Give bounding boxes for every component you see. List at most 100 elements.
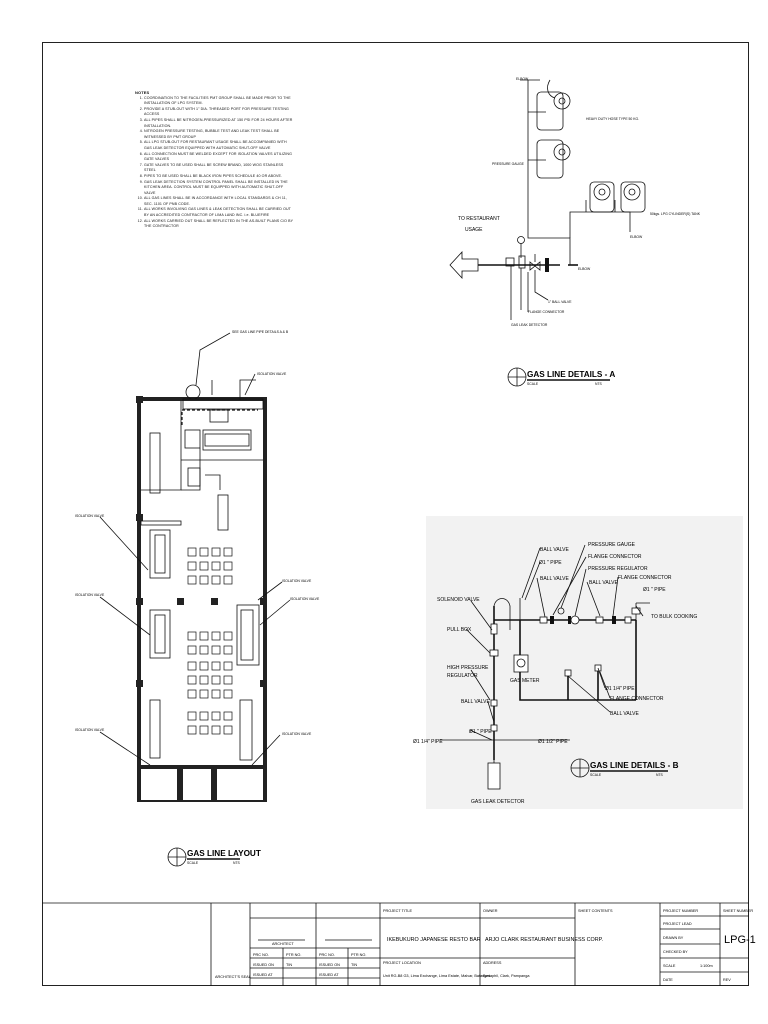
table <box>223 711 233 721</box>
table <box>187 689 197 699</box>
tb-owner: ARJO CLARK RESTAURANT BUSINESS CORP. <box>485 937 603 943</box>
table <box>187 547 197 557</box>
label-isolation-valve-2: ISOLATION VALVE <box>75 514 105 518</box>
tb-date: DATE <box>663 978 673 982</box>
gas-meter <box>513 654 529 673</box>
label-isolation-valve-4: ISOLATION VALVE <box>75 728 105 732</box>
note-item: ALL WORKS INVOLVING GAS LINES & LEAK DET… <box>144 207 295 218</box>
gas-leak-detector-b <box>487 762 501 790</box>
tb-checked-by: CHECKED BY <box>663 950 688 954</box>
label-pressure-gauge-a: PRESSURE GAUGE <box>492 162 525 166</box>
tb-architect: ARCHITECT <box>272 942 294 946</box>
tb-sheet-id: LPG-1 <box>724 934 756 946</box>
label-elbow-bottom: ELBOW <box>578 267 591 271</box>
label-ball-valve-b3: BALL VALVE <box>589 580 618 586</box>
layout-title: GAS LINE LAYOUT <box>187 849 261 858</box>
label-pipe-b3: Ø1 " PIPE <box>469 729 492 735</box>
table <box>223 689 233 699</box>
detail-a-nts: NTS <box>595 382 603 386</box>
detail-a-scale: SCALE <box>527 382 539 386</box>
table <box>199 711 209 721</box>
tb-project-location-label: PROJECT LOCATION <box>383 961 421 965</box>
table <box>199 675 209 685</box>
tb-issued-at-2: ISSUED AT <box>319 973 339 977</box>
notes-list: COORDINATION TO THE FACILITIES PMT GROUP… <box>135 96 295 230</box>
label-pull-box: PULL BOX <box>447 627 472 633</box>
table <box>187 661 197 671</box>
label-isolation-valve-7: ISOLATION VALVE <box>282 732 312 736</box>
table <box>223 661 233 671</box>
tb-tin-2: TIN <box>351 963 357 967</box>
tb-scale-value: 1:100m <box>700 964 713 968</box>
label-pipe-details-ref: SEE GAS LINE PIPE DETAILS A & B <box>232 330 289 334</box>
dining-tables <box>187 547 233 735</box>
table <box>211 645 221 655</box>
note-item: PROVIDE A STUB-OUT WITH 1" DIA. THREADED… <box>144 107 295 118</box>
table <box>187 561 197 571</box>
to-restaurant-label-1: TO RESTAURANT <box>458 216 500 222</box>
note-item: PIPES TO BE USED SHALL BE BLACK IRON PIP… <box>144 174 295 180</box>
label-pipe-b12: Ø1 1/2" PIPE <box>538 739 568 745</box>
tb-scale: SCALE <box>663 964 676 968</box>
table <box>211 575 221 585</box>
label-ball-valve-b4: BALL VALVE <box>461 699 490 705</box>
gas-line-details-a: ELBOW HEAVY DUTY HOSE TYPE 50 KG. PRESSU… <box>449 77 701 387</box>
table <box>223 547 233 557</box>
tb-project-title-label: PROJECT TITLE <box>383 909 412 913</box>
label-ball-valve-b5: BALL VALVE <box>610 711 639 717</box>
to-restaurant-label-2: USAGE <box>465 227 483 233</box>
table <box>211 631 221 641</box>
table <box>187 645 197 655</box>
table <box>199 645 209 655</box>
layout-nts: NTS <box>233 861 241 865</box>
label-flange-b3: FLANGE CONNECTOR <box>610 696 664 702</box>
label-bulk-cooking: TO BULK COOKING <box>651 614 697 620</box>
table <box>199 575 209 585</box>
table <box>187 675 197 685</box>
detail-a-title: GAS LINE DETAILS - A <box>527 370 615 379</box>
gas-pipe-route <box>181 409 258 425</box>
label-flange-a: FLANGE CONNECTOR <box>528 310 565 314</box>
table <box>199 547 209 557</box>
table <box>211 675 221 685</box>
table <box>199 561 209 571</box>
table <box>187 711 197 721</box>
label-isolation-valve-6: ISOLATION VALVE <box>290 597 320 601</box>
tb-ptr-2: PTR NO. <box>351 953 366 957</box>
tb-address: Bertaphil, Clark, Pampanga <box>483 974 530 978</box>
tb-issued-at-1: ISSUED AT <box>253 973 273 977</box>
note-item: ALL WORKS CARRIED OUT SHALL BE REFLECTED… <box>144 219 295 230</box>
label-flange-b1: FLANGE CONNECTOR <box>588 554 642 560</box>
layout-scale: SCALE <box>187 861 199 865</box>
label-lpg-tanks: 50kgs. LPG CYLINDER(S) TANK <box>650 212 701 216</box>
gas-line-layout-plan: SEE GAS LINE PIPE DETAILS A & B ISOLATIO… <box>75 330 320 867</box>
tb-address-label: ADDRESS <box>483 961 502 965</box>
ball-valve-a <box>529 261 541 271</box>
label-pipe-b2: Ø1 " PIPE <box>643 587 666 593</box>
notes-heading: NOTES <box>135 90 150 95</box>
kitchen-counter <box>182 398 264 410</box>
note-item: GAS LEAK DETECTION SYSTEM CONTROL PANEL … <box>144 180 295 197</box>
table <box>211 689 221 699</box>
tb-ptr-1: PTR NO. <box>286 953 301 957</box>
label-hp-regulator-2: REGULATOR <box>447 673 478 679</box>
tb-project-location: Unit RG-B8 G3, Lima Exchange, Lima Estat… <box>383 974 491 978</box>
tb-project-title: IKEBUKURO JAPANESE RESTO BAR <box>387 937 481 943</box>
label-ball-valve-b2: BALL VALVE <box>540 576 569 582</box>
label-leak-detector-a: GAS LEAK DETECTOR <box>511 323 548 327</box>
label-ball-valve-a: 1" BALL VALVE <box>548 300 572 304</box>
tb-project-number: PROJECT NUMBER <box>663 909 698 913</box>
label-hp-regulator-1: HIGH PRESSURE <box>447 665 489 671</box>
lpg-cylinder-2 <box>536 139 564 179</box>
label-pipe-b14b: Ø1 1/4" PIPE <box>413 739 443 745</box>
note-item: ALL PIPES SHALL BE NITROGEN-PRESSURIZED … <box>144 118 295 129</box>
note-item: ALL CONNECTION MUST BE WELDED EXCEPT FOR… <box>144 152 295 163</box>
note-item: COORDINATION TO THE FACILITIES PMT GROUP… <box>144 96 295 107</box>
tb-prc-2: PRC NO. <box>319 953 335 957</box>
label-elbow-right: ELBOW <box>630 235 643 239</box>
table <box>211 547 221 557</box>
tb-sheet-number: SHEET NUMBER <box>723 909 753 913</box>
tb-tin-1: TIN <box>286 963 292 967</box>
label-pipe-b1: Ø1 " PIPE <box>539 560 562 566</box>
